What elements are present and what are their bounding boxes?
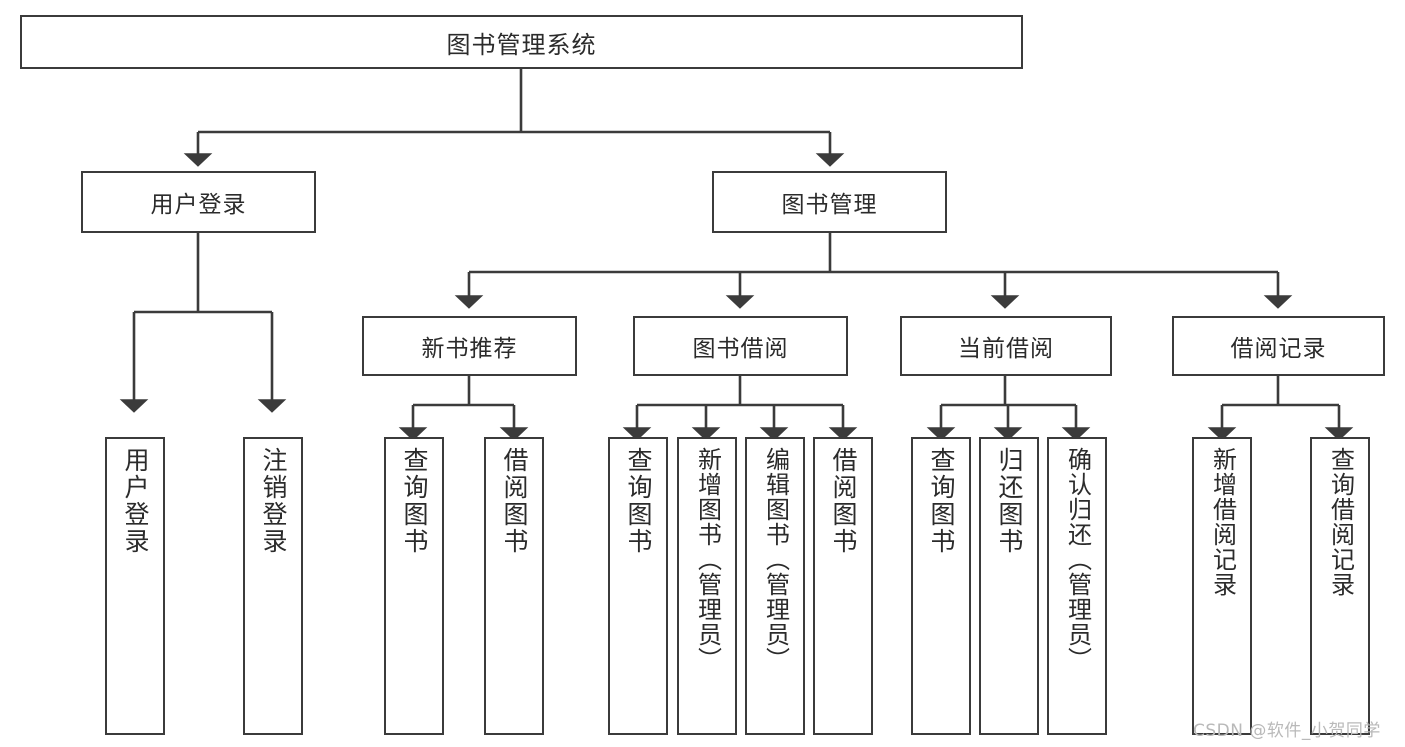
node-label: 借阅图书 [829, 447, 858, 555]
node-label: 借阅图书 [500, 447, 529, 555]
leaf-query-book-recommend[interactable]: 查询图书 [384, 437, 444, 735]
leaf-query-book-current[interactable]: 查询图书 [911, 437, 971, 735]
leaf-edit-book-admin[interactable]: 编辑图书（管理员） [745, 437, 805, 735]
leaf-borrow-book-recommend[interactable]: 借阅图书 [484, 437, 544, 735]
node-book-borrow[interactable]: 图书借阅 [633, 316, 848, 376]
leaf-add-borrow-record[interactable]: 新增借阅记录 [1192, 437, 1252, 735]
csdn-watermark: CSDN @软件_小贺同学 [1193, 721, 1381, 741]
node-label: 编辑图书（管理员） [761, 447, 790, 672]
node-label: 借阅记录 [1230, 336, 1327, 362]
node-borrow-record[interactable]: 借阅记录 [1172, 316, 1385, 376]
leaf-logout[interactable]: 注销登录 [243, 437, 303, 735]
node-label: 用户登录 [150, 192, 247, 218]
node-label: 查询借阅记录 [1326, 447, 1355, 597]
node-label: 新书推荐 [421, 336, 518, 362]
node-label: 当前借阅 [958, 336, 1054, 362]
leaf-add-book-admin[interactable]: 新增图书（管理员） [677, 437, 737, 735]
node-label: 图书管理系统 [446, 30, 597, 59]
node-label: 图书管理 [781, 192, 878, 218]
node-label: 查询图书 [927, 447, 956, 555]
leaf-query-book-borrow[interactable]: 查询图书 [608, 437, 668, 735]
node-label: 用户登录 [121, 447, 150, 555]
node-label: 查询图书 [624, 447, 653, 555]
node-user-login[interactable]: 用户登录 [81, 171, 316, 233]
leaf-confirm-return-admin[interactable]: 确认归还（管理员） [1047, 437, 1107, 735]
node-label: 注销登录 [259, 447, 288, 555]
node-new-book-recommend[interactable]: 新书推荐 [362, 316, 577, 376]
node-label: 查询图书 [400, 447, 429, 555]
node-label: 新增借阅记录 [1208, 447, 1237, 597]
node-label: 归还图书 [995, 447, 1024, 555]
node-label: 新增图书（管理员） [693, 447, 722, 672]
leaf-borrow-book[interactable]: 借阅图书 [813, 437, 873, 735]
leaf-return-book[interactable]: 归还图书 [979, 437, 1039, 735]
node-label: 确认归还（管理员） [1063, 447, 1092, 672]
node-root-book-management-system[interactable]: 图书管理系统 [20, 15, 1023, 69]
node-label: 图书借阅 [692, 336, 789, 362]
leaf-user-login[interactable]: 用户登录 [105, 437, 165, 735]
leaf-query-borrow-record[interactable]: 查询借阅记录 [1310, 437, 1370, 735]
node-current-borrow[interactable]: 当前借阅 [900, 316, 1112, 376]
node-book-management[interactable]: 图书管理 [712, 171, 947, 233]
